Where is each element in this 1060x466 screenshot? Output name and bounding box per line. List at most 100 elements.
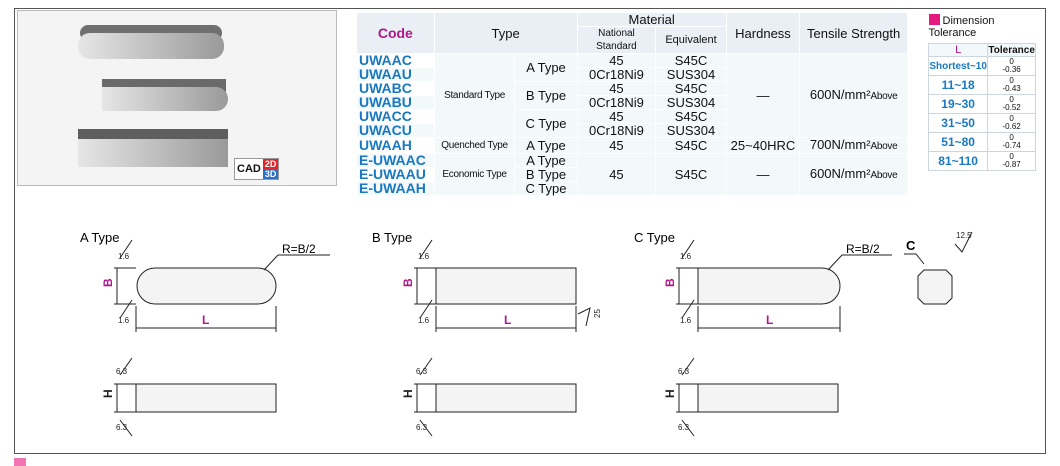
b-end-roughness: 25 xyxy=(593,309,602,318)
tensile-standard-suffix: Above xyxy=(870,91,898,102)
table-row: 51~80 0-0.74 xyxy=(927,132,1036,152)
dimension-tolerance-table: Dimension Tolerance L Tolerance Shortest… xyxy=(927,14,1036,171)
a-radius-label: R=B/2 xyxy=(282,242,316,256)
tolerance-header-tol: Tolerance xyxy=(987,43,1036,57)
c-type-top-view xyxy=(697,267,841,305)
tol-upper: 0 xyxy=(1009,57,1014,66)
header-material: Material xyxy=(576,12,727,27)
b-type-title: B Type xyxy=(372,230,412,245)
cad-label: CAD xyxy=(237,163,261,175)
code-cell[interactable]: E-UWAAU xyxy=(356,167,435,182)
hardness-economic: — xyxy=(725,153,801,196)
square-marker-icon xyxy=(928,14,940,25)
table-row: 81~110 0-0.87 xyxy=(927,151,1036,171)
cad-badge[interactable]: CAD 2D 3D xyxy=(234,158,280,180)
tensile-economic-suffix: Above xyxy=(870,170,898,181)
chamfer-label: C xyxy=(906,238,916,253)
equivalent-cell: S45C xyxy=(655,109,727,124)
subtype-cell: C Type xyxy=(514,181,578,196)
b-type-side-view xyxy=(435,383,577,413)
tol-lower: -0.43 xyxy=(1002,84,1021,93)
code-cell[interactable]: UWAAH xyxy=(356,137,435,154)
b-side-roughness-top: 6.3 xyxy=(416,367,428,376)
tol-lower: -0.74 xyxy=(1002,141,1021,150)
tol-upper: 0 xyxy=(1009,133,1014,142)
subtype-cell: C Type xyxy=(514,109,578,138)
a-type-side-view xyxy=(135,383,277,413)
material-cell: 0Cr18Ni9 xyxy=(576,67,657,82)
c-dim-b: B xyxy=(663,278,677,287)
tensile-economic: 600N/mm²Above xyxy=(799,153,908,196)
code-cell[interactable]: UWAAU xyxy=(356,67,435,82)
a-dim-h: H xyxy=(101,389,115,398)
subtype-cell: A Type xyxy=(514,137,578,154)
group-standard: Standard Type xyxy=(433,53,516,138)
group-quenched: Quenched Type xyxy=(433,137,516,154)
equivalent-cell: S45C xyxy=(655,81,727,96)
tolerance-value: 0-0.87 xyxy=(987,151,1036,171)
b-type-top-view xyxy=(435,267,577,305)
header-equivalent: Equivalent xyxy=(655,26,727,54)
tol-lower: -0.52 xyxy=(1002,103,1021,112)
cad-2d-label: 2D xyxy=(262,159,279,169)
tensile-quenched: 700N/mm²Above xyxy=(799,137,908,154)
hardness-standard: — xyxy=(725,53,801,138)
b-dim-b: B xyxy=(401,278,415,287)
a-dim-l: L xyxy=(202,313,209,327)
tolerance-title: Dimension Tolerance xyxy=(928,14,1036,44)
key-bars-illustration xyxy=(78,25,228,167)
code-cell[interactable]: UWABC xyxy=(356,81,435,96)
c-roughness-top: 1.6 xyxy=(680,252,692,261)
table-row: UWAAC Standard Type A Type 45 S45C — 600… xyxy=(356,53,908,138)
a-type-top-view xyxy=(136,267,277,305)
table-row: UWABU 0Cr18Ni9 SUS304 xyxy=(356,95,908,110)
c-dim-l: L xyxy=(766,313,773,327)
hardness-quenched: 25~40HRC xyxy=(725,137,801,154)
material-economic: 45 xyxy=(576,153,657,196)
table-row: UWAAH Quenched Type A Type 45 S45C 25~40… xyxy=(356,137,908,154)
code-cell[interactable]: E-UWAAC xyxy=(356,153,435,168)
c-type-side-view xyxy=(697,383,839,413)
tol-upper: 0 xyxy=(1009,76,1014,85)
a-dim-b: B xyxy=(101,278,115,287)
header-hardness: Hardness xyxy=(725,12,801,54)
b-side-roughness-bottom: 6.3 xyxy=(416,423,428,432)
subtype-cell: B Type xyxy=(514,167,578,182)
equivalent-cell: SUS304 xyxy=(655,123,727,138)
tensile-standard: 600N/mm²Above xyxy=(799,53,908,138)
c-dim-h: H xyxy=(663,389,677,398)
b-roughness-bottom: 1.6 xyxy=(418,316,430,325)
table-row: E-UWAAC Economic Type A Type 45 S45C — 6… xyxy=(356,153,908,196)
code-cell[interactable]: E-UWAAH xyxy=(356,181,435,196)
tol-upper: 0 xyxy=(1009,114,1014,123)
table-row: E-UWAAU B Type xyxy=(356,167,908,182)
table-row: E-UWAAH C Type xyxy=(356,181,908,196)
equivalent-cell: S45C xyxy=(655,53,727,68)
cad-3d-label: 3D xyxy=(262,169,279,179)
material-cell: 45 xyxy=(576,53,657,68)
a-roughness-top: 1.6 xyxy=(118,252,130,261)
tensile-standard-value: 600N/mm² xyxy=(809,87,871,102)
tol-lower: -0.87 xyxy=(1002,160,1021,169)
chamfer-detail xyxy=(917,269,953,305)
equivalent-cell: S45C xyxy=(655,137,727,154)
tol-upper: 0 xyxy=(1009,152,1014,161)
code-cell[interactable]: UWACU xyxy=(356,123,435,138)
length-range: 51~80 xyxy=(927,132,989,152)
code-cell[interactable]: UWAAC xyxy=(356,53,435,68)
b-roughness-top: 1.6 xyxy=(418,252,430,261)
tol-upper: 0 xyxy=(1009,95,1014,104)
equivalent-economic: S45C xyxy=(655,153,727,196)
group-economic: Economic Type xyxy=(433,153,516,196)
content-frame xyxy=(14,8,1046,454)
header-type: Type xyxy=(433,12,578,54)
a-side-roughness-bottom: 6.3 xyxy=(116,423,128,432)
material-cell: 45 xyxy=(576,109,657,124)
length-range: 81~110 xyxy=(927,151,989,171)
material-cell: 0Cr18Ni9 xyxy=(576,95,657,110)
a-roughness-bottom: 1.6 xyxy=(118,316,130,325)
c-radius-label: R=B/2 xyxy=(846,242,880,256)
material-cell: 45 xyxy=(576,137,657,154)
tol-lower: -0.62 xyxy=(1002,122,1021,131)
